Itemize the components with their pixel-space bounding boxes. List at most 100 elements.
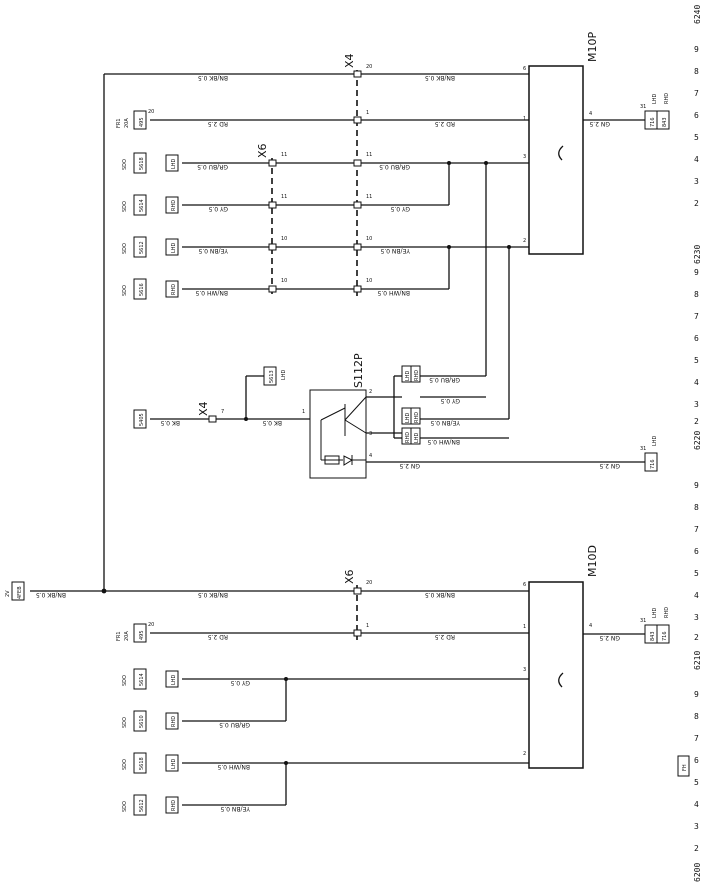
svg-text:RHD: RHD bbox=[171, 716, 177, 727]
svg-text:GN 2.5: GN 2.5 bbox=[589, 120, 610, 127]
svg-text:20: 20 bbox=[366, 64, 372, 70]
m10d-pin-1: 1 bbox=[523, 624, 526, 630]
sdo-lower-1: 5614 SDO LHD bbox=[122, 668, 179, 690]
svg-text:8: 8 bbox=[694, 67, 699, 76]
svg-text:GN 2.5: GN 2.5 bbox=[399, 462, 420, 469]
svg-text:4: 4 bbox=[694, 378, 699, 387]
connector-x6-lower-label: X6 bbox=[343, 569, 356, 584]
m10p-pin-6: 6 bbox=[523, 66, 526, 72]
svg-text:2: 2 bbox=[694, 633, 699, 642]
supply-pin: 2V bbox=[5, 590, 11, 597]
svg-text:SDO: SDO bbox=[122, 759, 128, 770]
svg-text:9: 9 bbox=[694, 481, 699, 490]
svg-text:BN/BK 0.5: BN/BK 0.5 bbox=[425, 591, 455, 598]
svg-text:5: 5 bbox=[694, 569, 699, 578]
svg-text:LHD: LHD bbox=[171, 158, 177, 169]
svg-text:BN/BK 0.5: BN/BK 0.5 bbox=[198, 74, 228, 81]
svg-text:LHD: LHD bbox=[281, 369, 287, 380]
connector-x6-lower: X6 bbox=[343, 569, 358, 640]
svg-text:5613: 5613 bbox=[269, 370, 275, 383]
module-m10p-symbol bbox=[558, 145, 564, 161]
svg-text:RHD: RHD bbox=[664, 93, 670, 104]
svg-text:GY 0.5: GY 0.5 bbox=[208, 205, 228, 212]
m10d-pin-2: 2 bbox=[523, 751, 526, 757]
svg-text:LHD: LHD bbox=[652, 93, 658, 104]
svg-text:YE/BN 0.5: YE/BN 0.5 bbox=[220, 805, 251, 812]
svg-text:BN/BK 0.5: BN/BK 0.5 bbox=[425, 74, 455, 81]
svg-text:7: 7 bbox=[694, 312, 699, 321]
connector-pins bbox=[208, 70, 362, 637]
svg-text:5614: 5614 bbox=[139, 673, 145, 686]
svg-text:RD 2.5: RD 2.5 bbox=[435, 633, 455, 640]
svg-text:495: 495 bbox=[139, 117, 145, 127]
grid-ruler: 6240 6230 6220 6210 6200 9 8 7 6 5 4 3 2… bbox=[677, 5, 702, 882]
svg-text:843: 843 bbox=[650, 631, 656, 641]
svg-text:716: 716 bbox=[662, 631, 668, 641]
svg-text:GN 2.5: GN 2.5 bbox=[599, 462, 620, 469]
svg-text:495: 495 bbox=[139, 630, 145, 640]
sdo-upper-2: 5614 SDO RHD bbox=[122, 194, 179, 216]
svg-text:6: 6 bbox=[694, 111, 699, 120]
page-tag: FH bbox=[682, 764, 688, 771]
svg-text:BN/WH 0.5: BN/WH 0.5 bbox=[427, 438, 460, 445]
svg-text:SDO: SDO bbox=[122, 201, 128, 212]
svg-text:4: 4 bbox=[694, 155, 699, 164]
supply-source: 4FEB 2V bbox=[5, 581, 25, 601]
ruler-6220: 6220 bbox=[693, 431, 702, 450]
svg-text:LHD: LHD bbox=[652, 607, 658, 618]
connector-x4-upper: X4 bbox=[343, 53, 358, 300]
connector-x4-switch-label: X4 bbox=[197, 401, 210, 416]
svg-text:BN/WH 0.5: BN/WH 0.5 bbox=[195, 289, 228, 296]
sdo-upper-1: 5618 SDO LHD bbox=[122, 152, 179, 174]
ground-m10d: 843 716 31 LHD RHD bbox=[640, 607, 670, 644]
svg-text:SDO: SDO bbox=[122, 717, 128, 728]
sdo-upper-4: 5616 SDO RHD bbox=[122, 278, 179, 300]
svg-text:GR/BU 0.5: GR/BU 0.5 bbox=[197, 163, 228, 170]
svg-text:10: 10 bbox=[281, 236, 287, 242]
svg-text:YE/BN 0.5: YE/BN 0.5 bbox=[198, 247, 229, 254]
connector-x4-switch: X4 bbox=[197, 401, 210, 416]
svg-text:10: 10 bbox=[366, 278, 372, 284]
variant-lhd-3: LHD bbox=[414, 432, 420, 443]
ruler-6210: 6210 bbox=[693, 651, 702, 670]
m10p-pin-1: 1 bbox=[523, 116, 526, 122]
svg-text:5612: 5612 bbox=[139, 799, 145, 812]
m10p-pin-2: 2 bbox=[523, 238, 526, 244]
page-tag-box bbox=[677, 755, 690, 777]
switch-pin-1: 1 bbox=[302, 409, 305, 415]
svg-text:GN 2.5: GN 2.5 bbox=[599, 634, 620, 641]
svg-text:LHD: LHD bbox=[652, 435, 658, 446]
module-m10p-label: M10P bbox=[586, 32, 599, 62]
svg-text:716: 716 bbox=[650, 459, 656, 469]
svg-text:9: 9 bbox=[694, 45, 699, 54]
variant-rhd-3: RHD bbox=[405, 432, 411, 443]
connector-pin-numbers: 20 1 11 11 10 10 11 11 10 10 20 1 7 bbox=[221, 64, 372, 629]
svg-text:RHD: RHD bbox=[171, 800, 177, 811]
svg-text:2: 2 bbox=[694, 844, 699, 853]
ruler-6230: 6230 bbox=[693, 245, 702, 264]
svg-text:GY 0.5: GY 0.5 bbox=[390, 205, 410, 212]
svg-text:3: 3 bbox=[694, 177, 699, 186]
svg-text:20: 20 bbox=[366, 580, 372, 586]
svg-text:5: 5 bbox=[694, 133, 699, 142]
svg-text:RHD: RHD bbox=[171, 200, 177, 211]
sdo-lower-3: 5618 SDO LHD bbox=[122, 752, 179, 774]
svg-text:2: 2 bbox=[694, 199, 699, 208]
svg-text:31: 31 bbox=[640, 618, 646, 624]
variant-rhd-2: RHD bbox=[414, 412, 420, 423]
module-m10d: M10D 6 1 3 2 4 bbox=[523, 545, 599, 769]
svg-text:11: 11 bbox=[366, 152, 372, 158]
svg-text:SDO: SDO bbox=[122, 243, 128, 254]
switch-s112p: S112P 1 2 3 4 bbox=[302, 353, 372, 479]
svg-text:FR1: FR1 bbox=[116, 631, 122, 641]
svg-text:SDO: SDO bbox=[122, 675, 128, 686]
m10p-pin-4: 4 bbox=[589, 111, 592, 117]
svg-text:843: 843 bbox=[662, 117, 668, 127]
svg-text:8: 8 bbox=[694, 712, 699, 721]
svg-text:5: 5 bbox=[694, 356, 699, 365]
svg-text:BK 0.5: BK 0.5 bbox=[262, 419, 282, 426]
svg-text:SDO: SDO bbox=[122, 285, 128, 296]
svg-text:BN/WH 0.5: BN/WH 0.5 bbox=[377, 289, 410, 296]
svg-text:11: 11 bbox=[281, 152, 287, 158]
